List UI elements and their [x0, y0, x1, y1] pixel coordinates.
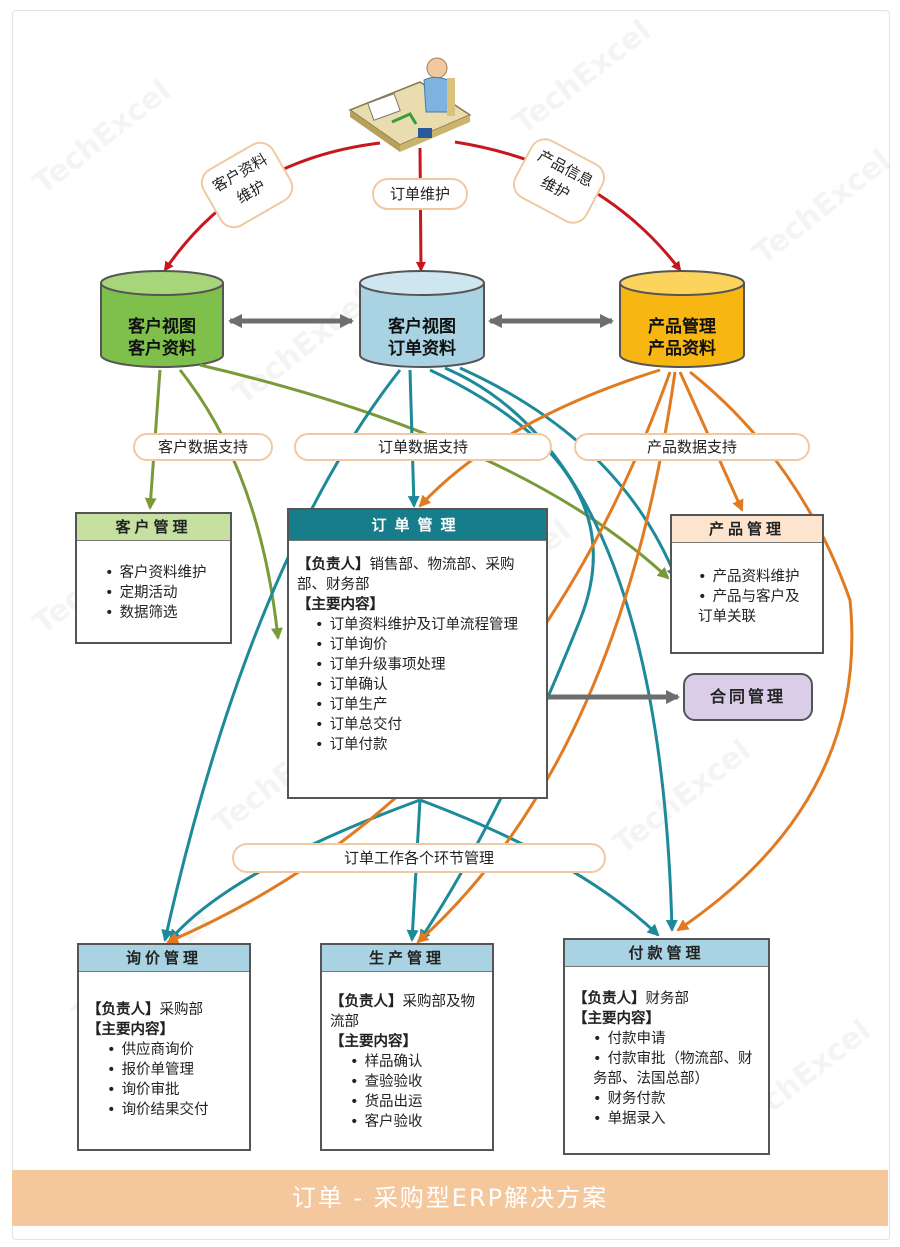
owner-tag: 【负责人】 — [330, 994, 403, 1010]
production-mgmt-title: 生产管理 — [322, 945, 492, 972]
owner-text: 财务部 — [645, 991, 690, 1007]
production-mgmt-list: 样品确认 查验验收 货品出运 客户验收 — [322, 1052, 492, 1132]
list-item: 定期活动 — [105, 583, 230, 603]
order-db-cylinder — [359, 270, 485, 368]
list-item: 付款申请 — [593, 1029, 760, 1049]
order-mgmt-title: 订单管理 — [289, 510, 546, 541]
customer-db-cylinder — [100, 270, 224, 368]
order-db-line2: 订单资料 — [388, 339, 456, 359]
list-item: 产品资料维护 — [698, 567, 814, 587]
order-db-label: 客户视图 订单资料 — [360, 316, 484, 360]
contract-mgmt-box: 合同管理 — [683, 673, 813, 721]
list-item: 报价单管理 — [107, 1060, 241, 1080]
inquiry-mgmt-owner: 【负责人】采购部 — [79, 972, 249, 1020]
list-item: 货品出运 — [350, 1092, 484, 1112]
workflow-mgmt-pill: 订单工作各个环节管理 — [232, 843, 606, 873]
owner-tag: 【负责人】 — [87, 1002, 160, 1018]
product-db-line1: 产品管理 — [648, 317, 716, 337]
owner-text: 采购部 — [159, 1002, 204, 1018]
list-item: 样品确认 — [350, 1052, 484, 1072]
list-item: 订单付款 — [315, 735, 538, 755]
list-item: 订单询价 — [315, 635, 538, 655]
list-item: 订单生产 — [315, 695, 538, 715]
person-at-desk-icon — [348, 57, 472, 152]
product-db-line2: 产品资料 — [648, 339, 716, 359]
content-tag: 【主要内容】 — [297, 597, 384, 613]
order-db-line1: 客户视图 — [388, 317, 456, 337]
product-db-label: 产品管理 产品资料 — [620, 316, 744, 360]
payment-mgmt-list: 付款申请 付款审批（物流部、财务部、法国总部） 财务付款 单据录入 — [565, 1029, 768, 1129]
list-item: 供应商询价 — [107, 1040, 241, 1060]
owner-text: 采购部及物流部 — [330, 994, 475, 1030]
customer-mgmt-title: 客户管理 — [77, 514, 230, 541]
owner-tag: 【负责人】 — [297, 557, 370, 573]
list-item: 查验验收 — [350, 1072, 484, 1092]
payment-mgmt-box: 付款管理 【负责人】财务部 【主要内容】 付款申请 付款审批（物流部、财务部、法… — [563, 938, 770, 1155]
list-item: 财务付款 — [593, 1089, 760, 1109]
content-tag: 【主要内容】 — [330, 1034, 417, 1050]
footer-title: 订单 - 采购型ERP解决方案 — [291, 1184, 609, 1212]
owner-text: 销售部、物流部、采购部、财务部 — [297, 557, 515, 593]
list-item: 询价审批 — [107, 1080, 241, 1100]
order-mgmt-box: 订单管理 【负责人】销售部、物流部、采购部、财务部 【主要内容】 订单资料维护及… — [287, 508, 548, 799]
list-item: 产品与客户及订单关联 — [698, 587, 814, 627]
list-item: 客户验收 — [350, 1112, 484, 1132]
owner-tag: 【负责人】 — [573, 991, 646, 1007]
list-item: 订单确认 — [315, 675, 538, 695]
list-item: 付款审批（物流部、财务部、法国总部） — [593, 1049, 760, 1089]
list-item: 单据录入 — [593, 1109, 760, 1129]
order-maintenance-pill: 订单维护 — [372, 178, 468, 210]
payment-mgmt-owner: 【负责人】财务部 — [565, 967, 768, 1009]
payment-mgmt-title: 付款管理 — [565, 940, 768, 967]
list-item: 数据筛选 — [105, 603, 230, 623]
list-item: 客户资料维护 — [105, 563, 230, 583]
footer-banner: 订单 - 采购型ERP解决方案 — [12, 1170, 888, 1226]
production-mgmt-owner: 【负责人】采购部及物流部 — [322, 972, 492, 1032]
inquiry-mgmt-title: 询价管理 — [79, 945, 249, 972]
customer-db-line2: 客户资料 — [128, 339, 196, 359]
order-data-support-pill: 订单数据支持 — [294, 433, 552, 461]
list-item: 订单总交付 — [315, 715, 538, 735]
content-tag: 【主要内容】 — [573, 1011, 660, 1027]
product-mgmt-list: 产品资料维护 产品与客户及订单关联 — [672, 543, 822, 627]
product-db-cylinder — [619, 270, 745, 368]
product-data-support-pill: 产品数据支持 — [574, 433, 810, 461]
customer-db-line1: 客户视图 — [128, 317, 196, 337]
production-mgmt-box: 生产管理 【负责人】采购部及物流部 【主要内容】 样品确认 查验验收 货品出运 … — [320, 943, 494, 1151]
order-mgmt-owner: 【负责人】销售部、物流部、采购部、财务部 — [289, 541, 546, 595]
product-mgmt-title: 产品管理 — [672, 516, 822, 543]
customer-db-label: 客户视图 客户资料 — [101, 316, 223, 360]
list-item: 询价结果交付 — [107, 1100, 241, 1120]
content-tag: 【主要内容】 — [87, 1022, 174, 1038]
inquiry-mgmt-box: 询价管理 【负责人】采购部 【主要内容】 供应商询价 报价单管理 询价审批 询价… — [77, 943, 251, 1151]
customer-data-support-pill: 客户数据支持 — [133, 433, 273, 461]
inquiry-mgmt-list: 供应商询价 报价单管理 询价审批 询价结果交付 — [79, 1040, 249, 1120]
customer-mgmt-box: 客户管理 客户资料维护 定期活动 数据筛选 — [75, 512, 232, 644]
customer-mgmt-list: 客户资料维护 定期活动 数据筛选 — [77, 541, 230, 623]
list-item: 订单资料维护及订单流程管理 — [315, 615, 538, 635]
product-mgmt-box: 产品管理 产品资料维护 产品与客户及订单关联 — [670, 514, 824, 654]
order-mgmt-list: 订单资料维护及订单流程管理 订单询价 订单升级事项处理 订单确认 订单生产 订单… — [289, 615, 546, 755]
list-item: 订单升级事项处理 — [315, 655, 538, 675]
